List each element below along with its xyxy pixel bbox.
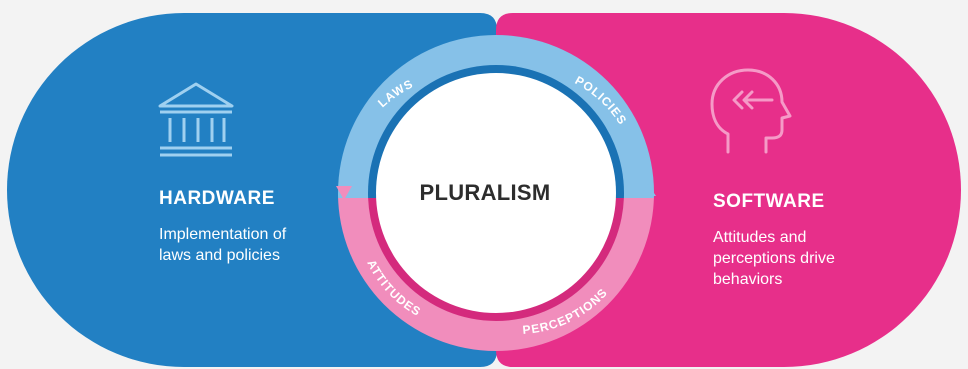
ring-left-notch [336,186,352,200]
hardware-text-block: HARDWARE Implementation of laws and poli… [159,188,309,266]
software-title: SOFTWARE [713,191,825,212]
government-building-icon [158,82,234,157]
ring-right-notch [640,184,656,196]
center-circle [376,73,616,313]
head-mind-icon [710,68,792,154]
hardware-title: HARDWARE [159,188,275,209]
hardware-description: Implementation of laws and policies [159,226,287,264]
center-title: PLURALISM [419,180,551,205]
software-text-block: SOFTWARE Attitudes and perceptions drive… [713,191,863,290]
software-description: Attitudes and perceptions drive behavior… [713,229,835,288]
